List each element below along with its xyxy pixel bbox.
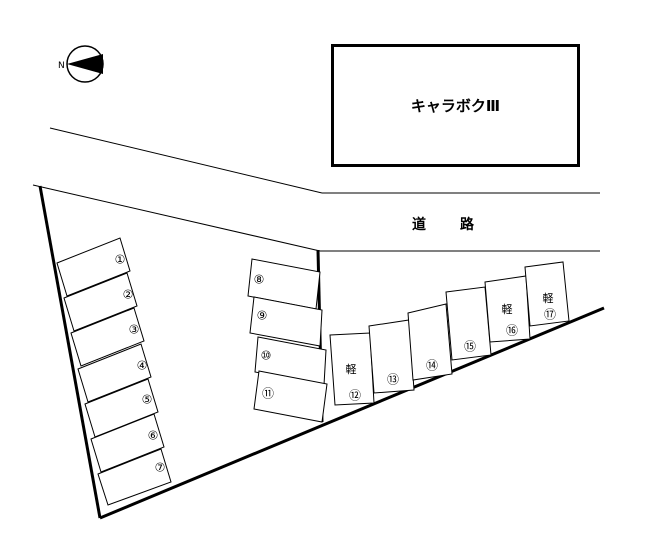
road-label-2: 路 (460, 217, 474, 233)
parking-space-outline (407, 303, 453, 381)
parking-space-outline (90, 413, 165, 473)
parking-space-outline (253, 370, 328, 423)
parking-space-outline (84, 378, 159, 438)
road-label-1: 道 (412, 217, 426, 233)
compass-north-label: N (58, 61, 65, 71)
road-edge-lower-left (32, 184, 321, 252)
building-name: キャラボクⅢ (410, 97, 501, 115)
parking-space-number: ⑥ (148, 429, 159, 443)
building-outline: キャラボクⅢ (331, 44, 580, 167)
parking-space-outline (97, 448, 172, 506)
parking-space-11: ⑪ (253, 370, 328, 423)
parking-space-number: ⑫ (349, 389, 361, 403)
parking-space-7: ⑦ (97, 448, 172, 506)
parking-space-outline (368, 319, 415, 394)
parking-space-outline (445, 286, 492, 361)
parking-space-number: ③ (129, 323, 140, 337)
parking-space-number: ⑧ (254, 273, 265, 287)
parking-space-number: ⑯ (506, 324, 518, 338)
parking-space-number: ⑨ (257, 309, 268, 323)
parking-space-number: ④ (137, 359, 148, 373)
parking-space-9: ⑨ (249, 296, 323, 347)
parking-space-number: ⑮ (464, 340, 476, 354)
parking-space-1: ① (56, 237, 131, 297)
kei-car-label: 軽 (543, 292, 554, 305)
parking-space-3: ③ (70, 307, 145, 367)
parking-space-number: ⑪ (262, 387, 274, 401)
parking-space-number: ⑭ (426, 359, 438, 373)
parking-space-number: ⑰ (544, 308, 556, 322)
parking-space-6: ⑥ (90, 413, 165, 473)
parking-space-17: ⑰軽 (524, 261, 570, 327)
parking-space-2: ② (63, 272, 138, 332)
parking-space-13: ⑬ (368, 319, 415, 394)
parking-space-number: ⑤ (142, 393, 153, 407)
parking-space-number: ⑩ (261, 349, 272, 363)
kei-car-label: 軽 (346, 363, 357, 376)
kei-car-label: 軽 (502, 303, 513, 316)
parking-space-12: ⑫軽 (329, 332, 375, 406)
parking-space-16: ⑯軽 (484, 275, 531, 343)
parking-space-number: ⑦ (155, 461, 166, 475)
parking-space-outline (329, 332, 375, 406)
parking-space-outline (63, 272, 138, 332)
compass-icon: N (58, 45, 104, 83)
parking-space-outline (249, 296, 323, 347)
road-edge-upper-left (49, 127, 323, 194)
parking-space-14: ⑭ (407, 303, 453, 381)
parking-space-outline (524, 261, 570, 327)
parking-space-outline (484, 275, 531, 343)
parking-space-15: ⑮ (445, 286, 492, 361)
parking-space-number: ⑬ (387, 373, 399, 387)
parking-space-number: ① (115, 253, 126, 267)
parking-space-number: ② (123, 288, 134, 302)
parking-space-outline (56, 237, 131, 297)
parking-space-4: ④ (77, 343, 152, 403)
parking-space-5: ⑤ (84, 378, 159, 438)
parking-space-outline (70, 307, 145, 367)
parking-space-outline (77, 343, 152, 403)
